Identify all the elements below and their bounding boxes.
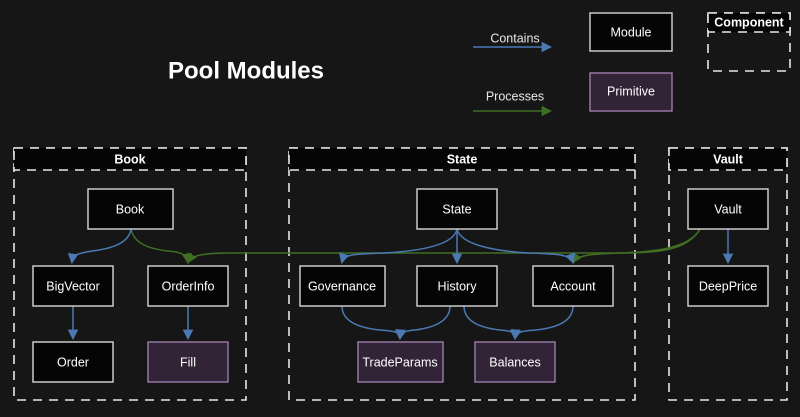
legend-module: Module: [589, 12, 673, 52]
node-order-box[interactable]: [32, 341, 114, 383]
legend-component-label: Component: [714, 15, 784, 29]
legend-primitive: Primitive: [589, 72, 673, 112]
node-fill-label: Fill: [180, 355, 196, 369]
node-state-box[interactable]: [416, 188, 498, 230]
group-book: Book: [13, 147, 247, 401]
node-account[interactable]: Account: [532, 265, 614, 307]
legend-module-label: Module: [611, 25, 652, 39]
group-vault-border: [668, 147, 788, 401]
group-state-border: [288, 147, 636, 401]
node-balances[interactable]: Balances: [474, 341, 556, 383]
node-vault-label: Vault: [714, 202, 742, 216]
group-book-header: [13, 147, 247, 171]
edge-history-tradeparams: [396, 305, 451, 341]
node-book-label: Book: [116, 202, 145, 216]
node-fill[interactable]: Fill: [147, 341, 229, 383]
node-governance-box[interactable]: [299, 265, 386, 307]
edge-state-governance: [338, 228, 458, 265]
legend-contains-label: Contains: [490, 31, 539, 45]
legend-processes-label: Processes: [486, 89, 544, 103]
edge-vault-account: [571, 228, 701, 264]
node-governance[interactable]: Governance: [299, 265, 386, 307]
group-vault-label: Vault: [713, 152, 744, 166]
edge-book-bigvector: [67, 228, 132, 265]
node-history-label: History: [438, 279, 478, 293]
edge-vault-orderinfo: [186, 228, 701, 264]
edge-history-balances: [463, 305, 521, 341]
node-tradeparams[interactable]: TradeParams: [357, 341, 444, 383]
group-state-header: [288, 147, 636, 171]
group-book-label: Book: [114, 152, 145, 166]
node-balances-box[interactable]: [474, 341, 556, 383]
node-vault[interactable]: Vault: [687, 188, 769, 230]
node-book[interactable]: Book: [87, 188, 174, 230]
node-bigvector-box[interactable]: [32, 265, 114, 307]
legend-component: Component: [707, 12, 791, 72]
node-order[interactable]: Order: [32, 341, 114, 383]
node-history[interactable]: History: [416, 265, 498, 307]
legend-module-box: [589, 12, 673, 52]
group-state-label: State: [447, 152, 478, 166]
node-state[interactable]: State: [416, 188, 498, 230]
group-vault: Vault: [668, 147, 788, 401]
node-deepprice-label: DeepPrice: [699, 279, 757, 293]
node-account-label: Account: [550, 279, 596, 293]
group-vault-header: [668, 147, 788, 171]
node-deepprice[interactable]: DeepPrice: [687, 265, 769, 307]
legend-component-header: [707, 12, 791, 33]
group-state: State: [288, 147, 636, 401]
node-state-label: State: [442, 202, 471, 216]
edge-governance-tradeparams: [341, 305, 406, 341]
node-orderinfo[interactable]: OrderInfo: [147, 265, 229, 307]
node-order-label: Order: [57, 355, 89, 369]
node-governance-label: Governance: [308, 279, 376, 293]
node-deepprice-box[interactable]: [687, 265, 769, 307]
node-fill-box[interactable]: [147, 341, 229, 383]
node-tradeparams-label: TradeParams: [362, 355, 437, 369]
node-orderinfo-box[interactable]: [147, 265, 229, 307]
legend-primitive-label: Primitive: [607, 84, 655, 98]
node-bigvector-label: BigVector: [46, 279, 100, 293]
node-orderinfo-label: OrderInfo: [162, 279, 215, 293]
page-title: Pool Modules: [168, 57, 324, 84]
node-account-box[interactable]: [532, 265, 614, 307]
node-vault-box[interactable]: [687, 188, 769, 230]
node-tradeparams-box[interactable]: [357, 341, 444, 383]
edge-book-orderinfo: [130, 228, 193, 265]
legend-contains: Contains: [473, 31, 553, 53]
legend-primitive-box: [589, 72, 673, 112]
node-bigvector[interactable]: BigVector: [32, 265, 114, 307]
edge-account-balances: [511, 305, 574, 341]
legend-processes: Processes: [473, 89, 553, 117]
node-book-box[interactable]: [87, 188, 174, 230]
node-history-box[interactable]: [416, 265, 498, 307]
node-balances-label: Balances: [489, 355, 540, 369]
edge-state-account: [456, 228, 575, 264]
